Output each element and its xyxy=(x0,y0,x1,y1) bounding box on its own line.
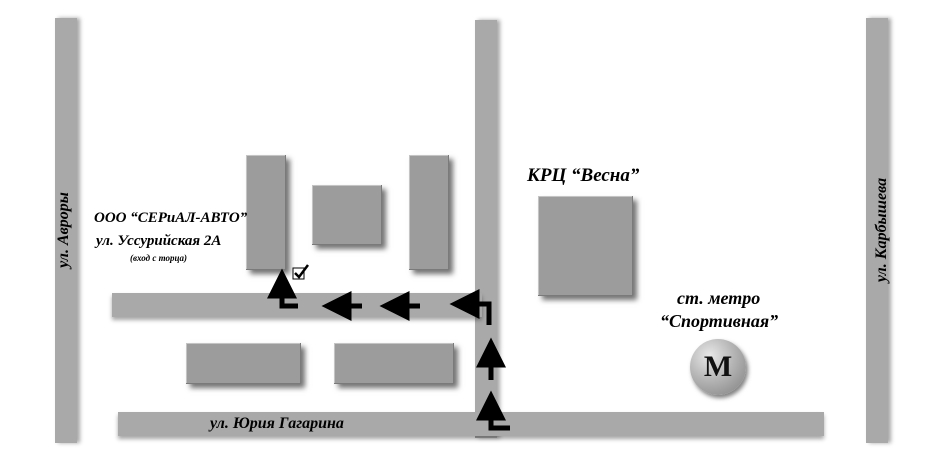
street-avrory-road xyxy=(55,18,77,443)
landmark-building-vesna xyxy=(538,196,633,296)
landmark-label-vesna: КРЦ “Весна” xyxy=(527,165,640,186)
building xyxy=(246,155,286,270)
street-label-karbysheva: ул. Карбышева xyxy=(873,177,890,283)
vertical-driveway-road xyxy=(475,20,497,438)
metro-icon: M xyxy=(690,339,746,395)
building xyxy=(312,185,382,245)
metro-label-line2: “Спортивная” xyxy=(660,311,779,331)
street-label-avrory: ул. Авроры xyxy=(55,192,72,268)
company-address: ул. Уссурийская 2А xyxy=(96,233,222,249)
building xyxy=(334,343,454,384)
company-entrance-note: (вход с торца) xyxy=(130,253,188,263)
metro-symbol: M xyxy=(703,350,733,383)
street-label-gagarina: ул. Юрия Гагарина xyxy=(210,415,344,432)
street-karbysheva-road xyxy=(866,18,888,443)
street-gagarina-road xyxy=(118,412,824,436)
route-arrow-turn-entrance xyxy=(267,268,298,309)
company-name: ООО “СЕРиАЛ-АВТО” xyxy=(94,210,248,226)
building xyxy=(186,343,301,384)
entrance-check-icon xyxy=(292,264,309,280)
building xyxy=(409,155,449,270)
route-arrow-turn-left xyxy=(449,289,492,325)
metro-label-line1: ст. метро xyxy=(677,288,761,308)
route-arrow-turn-up xyxy=(476,390,510,431)
